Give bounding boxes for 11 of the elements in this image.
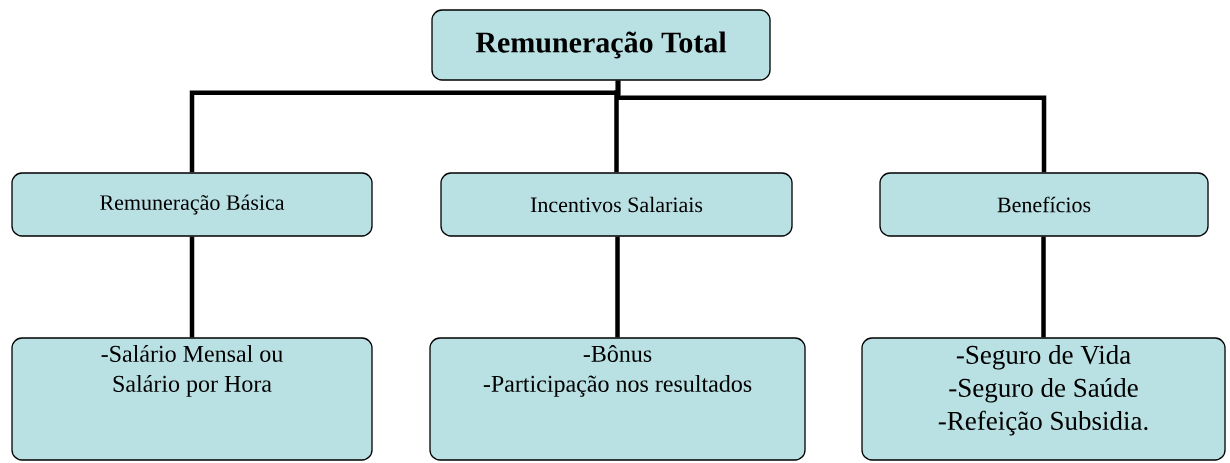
category-box: Remuneração Básica (11, 172, 373, 237)
category-box: Incentivos Salariais (440, 172, 793, 237)
connector-line (615, 236, 620, 338)
connector-line (615, 80, 1047, 173)
connector-line (189, 236, 195, 338)
title-box: Remuneração Total (431, 9, 771, 81)
connector-line (1041, 236, 1046, 338)
item-box: -Bônus -Participação nos resultados (429, 337, 806, 461)
item-box: -Salário Mensal ou Salário por Hora (11, 337, 373, 461)
category-box: Benefícios (879, 172, 1209, 237)
item-box: -Seguro de Vida -Seguro de Saúde -Refeição Subsidia. (861, 337, 1226, 461)
